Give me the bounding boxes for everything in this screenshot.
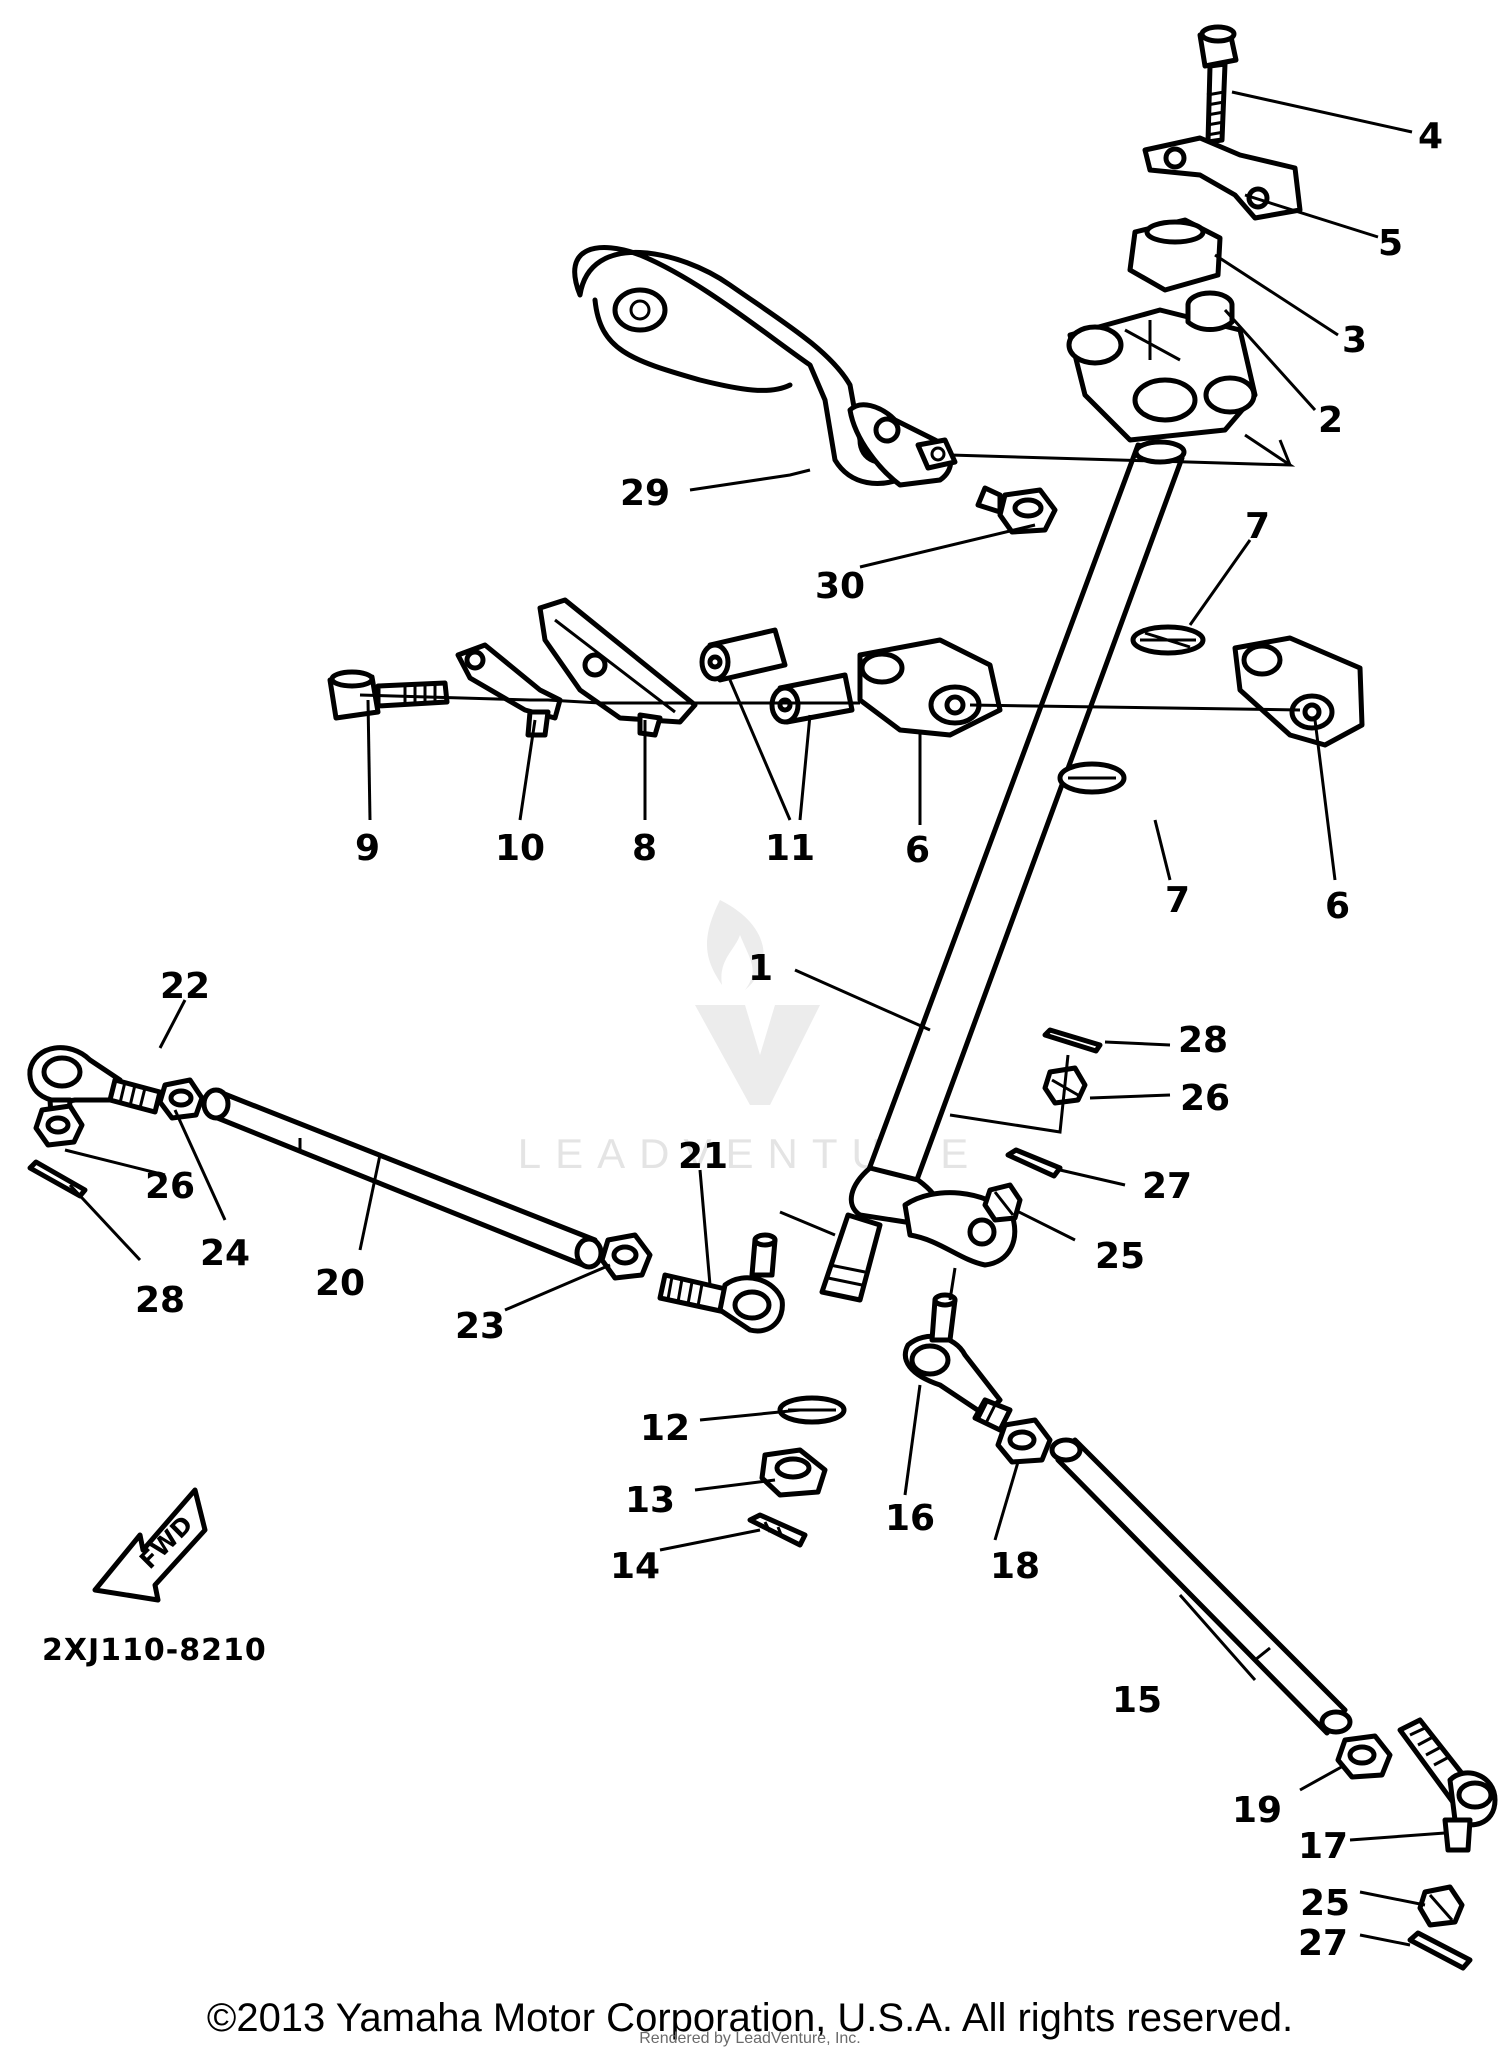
part-6-shaft-clamp-left	[857, 637, 1003, 738]
callout-6b: 6	[1325, 886, 1350, 927]
callout-6: 6	[905, 830, 930, 871]
part-25-castle-nut-lower	[1417, 1884, 1465, 1928]
callout-30: 30	[815, 566, 865, 607]
leader-lines	[64, 90, 1446, 1947]
callout-5: 5	[1378, 223, 1403, 264]
callout-25: 25	[1095, 1236, 1145, 1277]
part-28-cotter-pin	[1042, 1027, 1103, 1054]
part-7-washer-upper	[1130, 624, 1206, 656]
part-16-tie-rod-end	[902, 1292, 1013, 1433]
part-15-tie-rod-right	[1049, 1437, 1353, 1736]
callout-7: 7	[1245, 506, 1270, 547]
part-18-nut	[995, 1417, 1053, 1465]
callout-22: 22	[160, 966, 210, 1007]
callout-1: 1	[748, 948, 773, 989]
callout-2: 2	[1318, 400, 1343, 441]
part-23-nut	[599, 1232, 653, 1281]
callout-10: 10	[495, 828, 545, 869]
part-6-shaft-clamp-right	[1232, 635, 1365, 748]
callout-13: 13	[625, 1480, 675, 1521]
callout-11: 11	[765, 828, 815, 869]
part-21-tie-rod-end	[657, 1232, 785, 1334]
rendered-by-notice: Rendered by LeadVenture, Inc.	[639, 2030, 861, 2047]
part-3-holder-cap	[1127, 217, 1223, 293]
callout-15: 15	[1112, 1680, 1162, 1721]
callout-28: 28	[1178, 1020, 1228, 1061]
callout-16: 16	[885, 1498, 935, 1539]
callout-24: 24	[200, 1233, 250, 1274]
part-11-collar-lower	[769, 672, 855, 725]
callout-17: 17	[1298, 1826, 1348, 1867]
part-24-nut	[157, 1077, 205, 1121]
callout-12: 12	[640, 1408, 690, 1449]
part-25-castle-nut	[982, 1182, 1023, 1223]
part-20-tie-rod-left	[201, 1087, 604, 1270]
part-2-column-holder	[1066, 290, 1258, 443]
callout-25b: 25	[1300, 1883, 1350, 1924]
copyright-notice: ©2013 Yamaha Motor Corporation, U.S.A. A…	[206, 1996, 1294, 2040]
callout-19: 19	[1232, 1790, 1282, 1831]
fwd-arrow-icon: FWD	[92, 1487, 208, 1603]
part-10-lock-plate	[455, 642, 563, 738]
part-7-washer-lower	[1057, 761, 1127, 795]
part-17-tie-rod-end	[1397, 1717, 1498, 1853]
part-27-cotter-pin-lower	[1407, 1930, 1473, 1971]
callout-numbers: 1 2 3 4 5 6 6 7 7 8 9 10 11 12 13 14 15 …	[135, 116, 1443, 1964]
callout-23: 23	[455, 1306, 505, 1347]
callout-9: 9	[355, 828, 380, 869]
assembly-lines	[359, 433, 1301, 1301]
callout-20: 20	[315, 1263, 365, 1304]
part-4-bolt	[1197, 24, 1239, 145]
part-8-bracket	[537, 597, 698, 738]
part-26-nut-left	[33, 1103, 85, 1148]
drawing-code: 2XJ110-8210	[42, 1633, 267, 1668]
callout-7b: 7	[1165, 880, 1190, 921]
callout-18: 18	[990, 1546, 1040, 1587]
callout-4: 4	[1418, 116, 1443, 157]
part-29-handlebar	[572, 245, 958, 488]
callout-26: 26	[1180, 1078, 1230, 1119]
part-12-washer	[777, 1395, 847, 1425]
callout-27: 27	[1142, 1166, 1192, 1207]
callout-26b: 26	[145, 1166, 195, 1207]
part-11-collar-upper	[699, 627, 788, 683]
part-5-plate	[1142, 135, 1303, 221]
part-9-bolt	[327, 669, 450, 721]
callout-29: 29	[620, 473, 670, 514]
part-13-nut	[759, 1447, 828, 1498]
callout-14: 14	[610, 1546, 660, 1587]
callout-8: 8	[632, 828, 657, 869]
part-30-bolt	[975, 485, 1058, 535]
callout-28b: 28	[135, 1280, 185, 1321]
part-1-steering-shaft	[819, 439, 1187, 1303]
part-27-cotter-pin	[1005, 1147, 1063, 1179]
callout-21: 21	[678, 1136, 728, 1177]
part-19-nut	[1335, 1733, 1393, 1780]
part-14-cotter-pin	[747, 1512, 808, 1548]
callout-27b: 27	[1298, 1923, 1348, 1964]
callout-3: 3	[1342, 320, 1367, 361]
